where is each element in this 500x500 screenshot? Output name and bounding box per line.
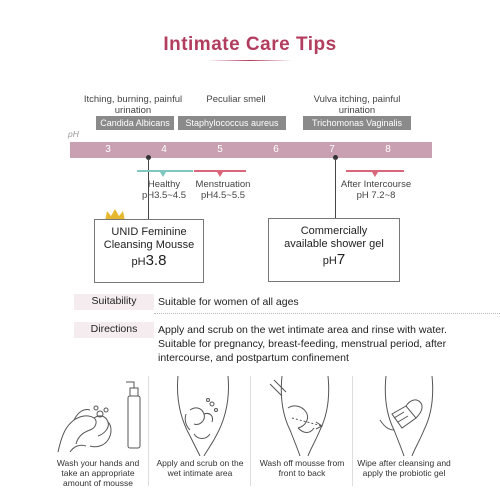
- directions-line-2: Suitable for pregnancy, breast-feeding, …: [158, 338, 447, 350]
- range-bar-intercourse: [346, 170, 404, 172]
- marker-line-shower-gel: [335, 158, 336, 218]
- range-intercourse-label: After Intercourse pH 7.2~8: [334, 179, 418, 201]
- product-gel-ph-value: 7: [336, 251, 346, 268]
- step-separator: [352, 376, 353, 486]
- page-title: Intimate Care Tips: [163, 34, 337, 55]
- suitability-divider: [154, 313, 500, 314]
- product-gel-ph: pH7: [269, 251, 399, 268]
- range-arrow-intercourse: [372, 172, 378, 177]
- range-bar-menstruation: [194, 170, 246, 172]
- range-arrow-healthy: [160, 172, 166, 177]
- ph-scale-bar: 3 4 5 6 7 8: [70, 142, 432, 158]
- wash-hands-illustration: [57, 381, 141, 453]
- range-menstruation-label: Menstruation pH4.5~5.5: [188, 179, 258, 201]
- range-healthy-name: Healthy: [147, 179, 181, 190]
- step-separator: [148, 376, 149, 486]
- product-gel-name-line2: available shower gel: [284, 238, 384, 250]
- directions-line-1: Apply and scrub on the wet intimate area…: [158, 324, 447, 336]
- product-unid-ph: pH3.8: [95, 252, 203, 269]
- concern-staph-text: Peculiar smell: [181, 94, 291, 105]
- marker-line-unid: [148, 158, 149, 230]
- title-underline: [208, 60, 292, 61]
- range-menstruation-name: Menstruation: [195, 179, 251, 190]
- range-healthy-value: pH3.5~4.5: [141, 190, 187, 201]
- ph-axis-label: pH: [68, 129, 79, 139]
- pathogen-tag-trich: Trichomonas Vaginalis: [303, 116, 411, 130]
- range-bar-healthy: [137, 170, 193, 172]
- ph-tick-6: 6: [273, 144, 279, 155]
- product-unid-name-line2: Cleansing Mousse: [103, 239, 195, 251]
- apply-scrub-illustration: [177, 375, 229, 456]
- range-healthy-label: Healthy pH3.5~4.5: [132, 179, 196, 201]
- marker-dot-shower-gel: [333, 155, 338, 160]
- ph-tick-5: 5: [217, 144, 223, 155]
- directions-line-3: intercourse, and postpartum confinement: [158, 352, 349, 364]
- product-unid-ph-value: 3.8: [145, 252, 167, 269]
- rinse-illustration: [269, 375, 330, 456]
- marker-dot-unid: [146, 155, 151, 160]
- product-box-shower-gel: Commercially available shower gel pH7: [268, 218, 400, 282]
- range-intercourse-value: pH 7.2~8: [356, 190, 396, 201]
- ph-tick-3: 3: [105, 144, 111, 155]
- ph-tick-4: 4: [161, 144, 167, 155]
- product-box-unid: UNID Feminine Cleansing Mousse pH3.8: [94, 219, 204, 283]
- concern-staph-label: Peculiar smell: [206, 94, 266, 105]
- product-gel-name-line1: Commercially: [300, 225, 368, 237]
- step-separator: [250, 376, 251, 486]
- range-intercourse-name: After Intercourse: [340, 179, 412, 190]
- step-caption-2: Apply and scrub on the wet intimate area: [156, 458, 244, 478]
- ph-tick-8: 8: [385, 144, 391, 155]
- directions-label: Directions: [90, 323, 138, 335]
- product-gel-ph-prefix: pH: [322, 255, 337, 267]
- suitability-label: Suitability: [91, 295, 137, 307]
- product-unid-name-line1: UNID Feminine: [111, 226, 187, 238]
- product-unid-ph-prefix: pH: [131, 256, 146, 268]
- concern-candida-text: Itching, burning, painful urination: [83, 94, 183, 116]
- range-menstruation-value: pH4.5~5.5: [200, 190, 246, 201]
- suitability-text: Suitable for women of all ages: [158, 296, 299, 308]
- suitability-label-bg: [74, 294, 154, 310]
- concern-trich-text: Vulva itching, painful urination: [313, 94, 401, 116]
- wipe-gel-illustration: [379, 375, 434, 456]
- step-caption-1: Wash your hands and take an appropriate …: [56, 458, 140, 488]
- range-arrow-menstruation: [217, 172, 223, 177]
- ph-tick-7: 7: [329, 144, 335, 155]
- pathogen-tag-candida: Candida Albicans: [96, 116, 174, 130]
- directions-label-bg: [74, 322, 154, 338]
- pathogen-tag-staph: Staphylococcus aureus: [178, 116, 286, 130]
- step-caption-3: Wash off mousse from front to back: [259, 458, 345, 478]
- step-caption-4: Wipe after cleansing and apply the probi…: [357, 458, 451, 478]
